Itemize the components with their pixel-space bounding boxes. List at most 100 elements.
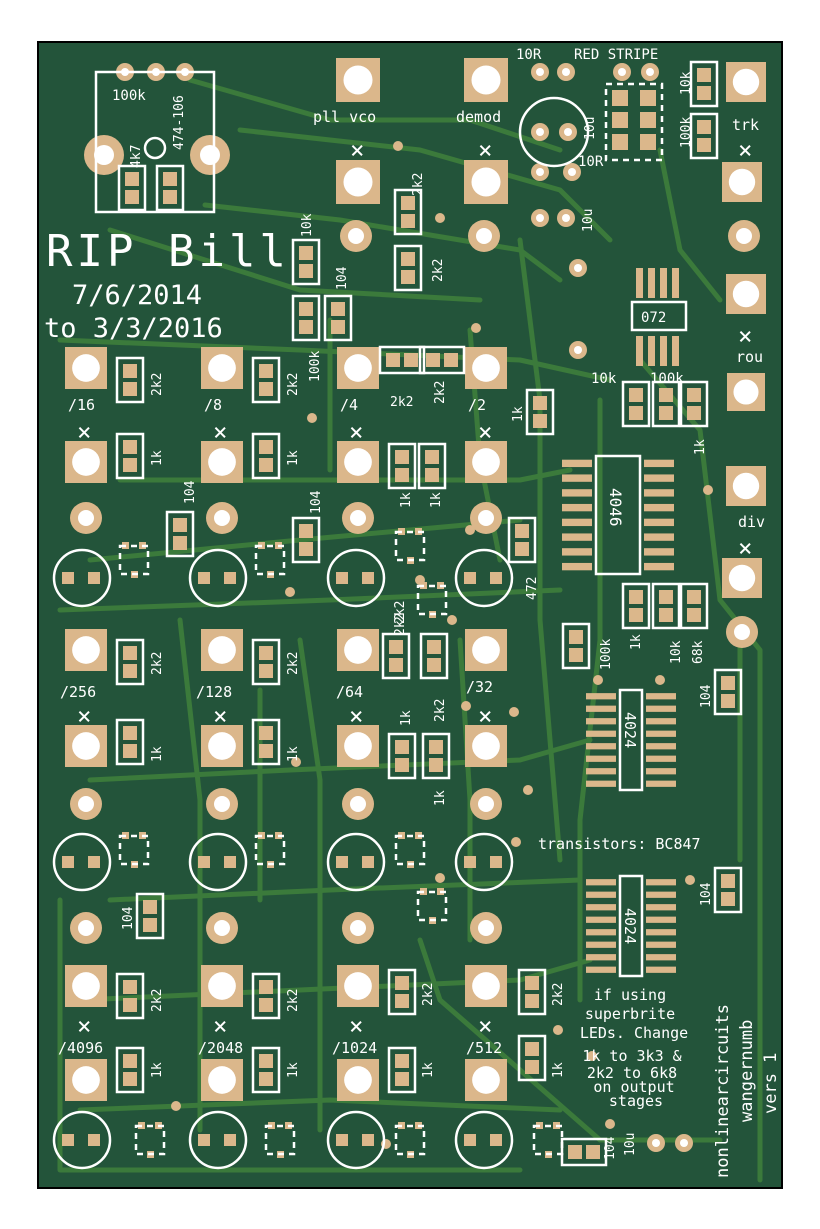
res-1k-b-label: 1k [693,439,708,455]
x-mark-div: × [738,534,752,562]
smd-outline-0 [117,164,147,212]
ic-pin-r-0-0 [644,459,674,468]
ic-pin-l-0-4 [562,518,592,527]
x-mark-r3c3: × [349,1012,363,1040]
led-outline-2 [326,548,386,608]
transistors-note: transistors: BC847 [538,835,701,853]
res-1k-label-r2c2: 1k [286,746,301,762]
ic-pin-l-0-3 [562,503,592,512]
small-hole-15 [652,1139,660,1147]
smd-pad-b-30 [389,658,403,672]
smd-pad-b-22 [659,406,673,420]
output-label-4096: /4096 [58,1039,103,1057]
res-10k-label-right: 10k [669,640,684,664]
smd-outline-36 [421,732,451,780]
led-note-line4: 1k to 3k3 & [582,1047,681,1065]
smd-pad-a-8 [697,120,711,134]
pot-part-label: 474-106 [172,95,187,150]
ic072-pin-b-1 [648,336,655,366]
ic072-pin-t-0 [636,268,643,298]
date-to: to 3/3/2016 [44,313,223,344]
header-outline [604,82,664,162]
smd-pad-b-16 [395,468,409,482]
header-pad-1-0 [612,112,628,128]
ic-pin-l-2-6 [586,954,616,961]
smd-pad-a-9 [386,353,400,367]
x-mark-pll: × [350,136,364,164]
jack-hole-29 [472,972,500,1000]
ic-pin-l-0-5 [562,533,592,541]
round-hole-0 [94,145,114,165]
ic-pin-l-1-5 [586,755,616,762]
smd-outline-32 [713,668,743,716]
led-pad-b-10 [362,1134,374,1146]
res-1k-label-r3c2: 1k [286,1062,301,1078]
ic-pin-r-2-4 [646,929,676,936]
smd-pad-b-33 [123,744,137,758]
via-0 [393,141,403,151]
smd-outline-45 [387,1046,417,1094]
cap-10u-b-label: 10u [581,209,596,232]
small-hole-11 [536,214,544,222]
led-outline-9 [188,1110,248,1170]
smd-pad-b-8 [697,138,711,152]
date-from: 7/6/2014 [72,280,202,311]
header-pad-0-1 [640,90,656,106]
red-stripe-label: RED STRIPE [574,47,658,63]
ic-pin-l-1-1 [586,705,616,712]
smd-pad-a-25 [659,590,673,604]
jack-hole-5 [471,167,501,197]
ic-pin-r-1-4 [646,743,676,750]
smd-pad-a-15 [259,440,273,454]
led-note-line2: superbrite [585,1005,675,1023]
smd-pad-a-34 [259,726,273,740]
output-label-32: /32 [466,678,493,696]
jack-hole-20 [344,636,372,664]
led-outline-6 [326,832,386,892]
led-pad-b-7 [490,856,502,868]
x-mark-r1c1: × [77,418,91,446]
smd-pad-b-28 [123,664,137,678]
small-hole-14 [574,346,582,354]
smd-outline-46 [517,1034,547,1082]
output-label-8: /8 [204,396,222,414]
x-mark-r1c4: × [478,418,492,446]
led-pad-a-10 [336,1134,348,1146]
trace-14 [517,237,563,863]
smd-pad-b-31 [427,658,441,672]
trace-17 [657,147,723,303]
ic072-pin-b-2 [660,336,667,366]
res-1k-label-r2c3b: 1k [433,790,448,806]
smd-pad-a-20 [515,524,529,538]
transistor-outline-6 [394,834,426,866]
smd-pad-a-29 [259,646,273,660]
small-hole-3 [536,68,544,76]
smd-pad-b-9 [404,353,418,367]
ic-pin-l-1-7 [586,780,616,787]
ic-outline-1 [618,688,644,792]
ic-pin-r-1-7 [646,780,676,787]
via-15 [523,785,533,795]
ic-pin-r-1-3 [646,730,676,737]
small-hole-5 [618,68,626,76]
res-2k2-label-r2c1: 2k2 [150,652,165,675]
smd-outline-2 [393,188,423,236]
ic-pin-l-0-6 [562,548,592,556]
copper-traces [57,77,763,1183]
res-1k-label-r1c1: 1k [150,450,165,466]
jack-hole-22 [72,732,100,760]
trace-10 [77,1097,563,1113]
cap-10u-bottom-label: 10u [623,1133,638,1156]
smd-outline-7 [689,60,719,108]
res-2k2-label-r1c1: 2k2 [150,373,165,396]
res-2k2-b-label: 2k2 [431,259,446,282]
x-mark-rou: × [738,322,752,350]
jack-hole-18 [72,636,100,664]
smd-outline-39 [115,972,145,1020]
smd-outline-5 [291,294,321,342]
jack-hole-4 [343,167,373,197]
trace-4 [117,467,573,483]
small-hole-8 [564,128,572,136]
silkscreen-text: RIP Bill 7/6/2014 to 3/3/2016 100k 474-1… [44,47,781,1178]
smd-pad-b-32 [721,694,735,708]
